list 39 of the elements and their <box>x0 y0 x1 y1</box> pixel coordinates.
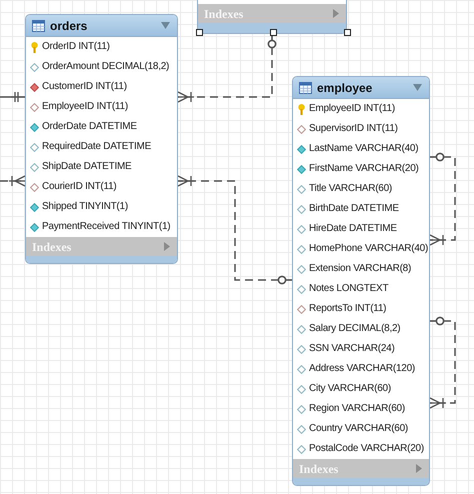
relationship-line <box>0 91 26 103</box>
entity-table <box>197 0 347 34</box>
column-definition: LastName VARCHAR(40) <box>309 143 418 155</box>
column-definition: ReportsTo INT(11) <box>309 303 386 315</box>
column-definition: CustomerID INT(11) <box>42 81 127 93</box>
table-name: orders <box>50 18 88 32</box>
column-definition: Shipped TINYINT(1) <box>42 201 128 213</box>
column-definition: RequiredDate DATETIME <box>42 141 152 153</box>
column-definition: PaymentReceived TINYINT(1) <box>42 221 170 233</box>
column-definition: HireDate DATETIME <box>309 223 397 235</box>
column-definition: OrderDate DATETIME <box>42 121 137 133</box>
column-definition: Region VARCHAR(60) <box>309 403 405 415</box>
column-definition: Address VARCHAR(120) <box>309 363 415 375</box>
column-definition: SupervisorID INT(11) <box>309 123 398 135</box>
column-definition: HomePhone VARCHAR(40) <box>309 243 428 255</box>
column-definition: OrderAmount DECIMAL(18,2) <box>42 61 170 73</box>
column-definition: BirthDate DATETIME <box>309 203 399 215</box>
entity-table <box>292 76 430 486</box>
column-definition: Title VARCHAR(60) <box>309 183 392 195</box>
relationship-line <box>177 175 293 284</box>
column-definition: CourierID INT(11) <box>42 181 116 193</box>
column-definition: Salary DECIMAL(8,2) <box>309 323 400 335</box>
column-definition: EmployeeID INT(11) <box>309 103 395 115</box>
relationship-line <box>429 316 456 409</box>
entity-table <box>25 14 178 264</box>
relationship-line <box>0 175 26 187</box>
relationship-line <box>177 33 276 103</box>
column-definition: OrderID INT(11) <box>42 41 110 53</box>
column-definition: SSN VARCHAR(24) <box>309 343 395 355</box>
column-definition: Extension VARCHAR(8) <box>309 263 412 275</box>
column-definition: ShipDate DATETIME <box>42 161 132 173</box>
table-name: employee <box>317 80 372 94</box>
column-definition: EmployeeID INT(11) <box>42 101 128 113</box>
column-definition: Country VARCHAR(60) <box>309 423 408 435</box>
column-definition: FirstName VARCHAR(20) <box>309 163 419 175</box>
column-definition: PostalCode VARCHAR(20) <box>309 443 424 455</box>
relationship-line <box>429 152 456 246</box>
column-definition: City VARCHAR(60) <box>309 383 391 395</box>
column-definition: Notes LONGTEXT <box>309 283 388 295</box>
